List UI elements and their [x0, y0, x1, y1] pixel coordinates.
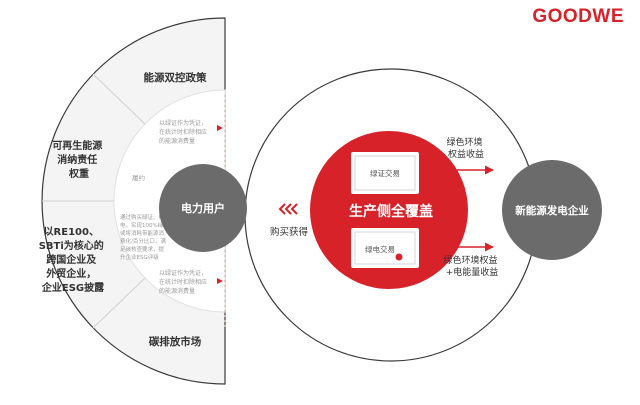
electricity-user-label: 电力用户 [181, 201, 225, 215]
energy-dual-control-label: 能源双控政策 [144, 71, 207, 84]
inner-note-bottom: 以绿证作为凭证， 在统计时扣除相应 的能源消费量 [159, 269, 209, 295]
green-power-certificate-label: 绿电交易 [365, 244, 395, 254]
pointer-arrow-icon [217, 125, 223, 131]
renewable-quota-label: 可再生能源 消纳责任 权重 [52, 139, 105, 180]
green-env-income-label: 绿色环境 权益收益 [447, 136, 486, 160]
pointer-arrow-icon [217, 278, 223, 284]
green-certificate-card: 绿证交易 [351, 152, 419, 194]
seal-icon [395, 253, 403, 261]
carbon-market-label: 碳排放市场 [149, 335, 202, 348]
production-side-node [310, 131, 468, 289]
purchase-label: 购买获得 [270, 226, 309, 238]
production-side-label: 生产侧全覆盖 [349, 203, 433, 220]
inner-note-fulfillment: 履约 [132, 173, 145, 182]
electricity-user-node [159, 164, 247, 252]
new-energy-producer-node [502, 160, 602, 260]
new-energy-producer-label: 新能源发电企业 [515, 204, 589, 217]
green-env-energy-income-label: 绿色环境权益 +电能量收益 [444, 254, 501, 278]
chevron-left-icon [278, 203, 298, 215]
inner-note-lower: 通过购买绿证、绿 电，实现100%绿电 或将消耗带能源消 费化/百分比口，满 足… [120, 213, 170, 261]
green-certificate-label: 绿证交易 [370, 168, 400, 178]
goodwe-logo: GOODWE [532, 6, 624, 27]
green-power-certificate-card: 绿电交易 [351, 228, 419, 268]
inner-note-top: 以绿证作为凭证， 在统计时扣除相应 的能源消费量 [159, 119, 209, 145]
re100-enterprise-label: 以RE100、 SBTi为核心的 跨国企业及 外贸企业， 企业ESG披露 [39, 226, 108, 294]
